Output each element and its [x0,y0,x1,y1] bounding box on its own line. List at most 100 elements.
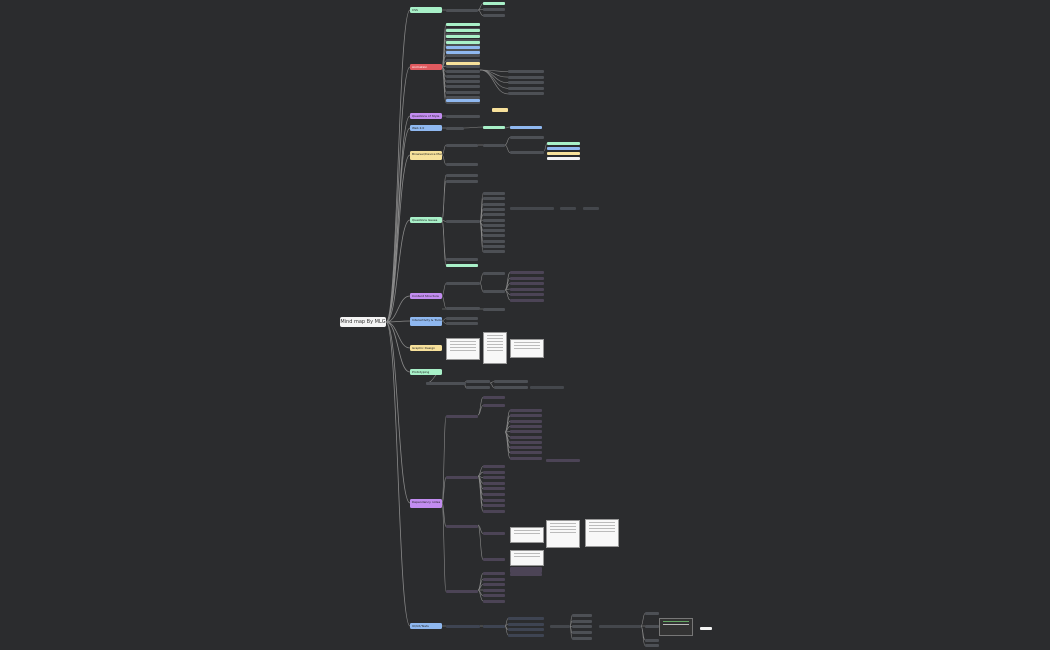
leaf-node[interactable] [483,8,505,11]
leaf-node[interactable] [583,207,599,210]
leaf-node[interactable] [547,152,580,155]
leaf-node[interactable] [483,498,505,502]
leaf-node[interactable] [645,624,659,628]
leaf-node[interactable] [508,617,544,620]
leaf-node[interactable] [510,573,542,576]
leaf-node[interactable] [446,64,480,68]
branch-questions-style[interactable]: Questions of Style [410,113,442,119]
leaf-node[interactable] [645,644,659,647]
thumbnail-image[interactable] [446,338,480,360]
leaf-node[interactable] [483,624,505,628]
leaf-node[interactable] [483,239,505,243]
leaf-node[interactable] [550,624,570,628]
leaf-node[interactable] [510,435,542,439]
leaf-node[interactable] [483,493,505,496]
leaf-node[interactable] [483,487,505,491]
leaf-node[interactable] [483,504,505,508]
leaf-node[interactable] [510,207,554,210]
leaf-node[interactable] [446,220,480,223]
leaf-node[interactable] [446,126,464,130]
leaf-node[interactable] [510,125,542,129]
leaf-node[interactable] [547,147,580,150]
leaf-node[interactable] [510,414,542,418]
leaf-node[interactable] [446,282,480,285]
thumbnail-image[interactable] [510,527,544,543]
leaf-node[interactable] [446,49,480,52]
leaf-node[interactable] [510,430,542,434]
branch-animation[interactable]: Animation [410,64,442,70]
leaf-node[interactable] [510,446,542,450]
leaf-node[interactable] [560,207,576,210]
leaf-node[interactable] [446,163,478,166]
leaf-node[interactable] [510,271,544,274]
leaf-node[interactable] [483,245,505,248]
thumbnail-image[interactable] [659,618,693,636]
leaf-node[interactable] [494,386,528,389]
leaf-node[interactable] [446,143,478,147]
branch-web2[interactable]: Web 2.0 [410,125,442,131]
leaf-node[interactable] [483,223,505,227]
leaf-node[interactable] [510,567,542,573]
leaf-node[interactable] [483,272,505,275]
leaf-node[interactable] [446,33,480,37]
leaf-node[interactable] [510,276,544,280]
leaf-node[interactable] [446,179,478,183]
leaf-node[interactable] [572,636,592,640]
leaf-node[interactable] [446,317,478,320]
branch-browser-device[interactable]: Browser/Device Manufacturer / OS [410,151,442,160]
leaf-node[interactable] [446,23,480,26]
leaf-node[interactable] [466,380,490,383]
leaf-node[interactable] [446,90,480,94]
branch-prototyping[interactable]: Prototyping [410,369,442,375]
leaf-node[interactable] [446,322,478,325]
leaf-node[interactable] [483,404,505,407]
branch-css[interactable]: CSS [410,7,442,13]
leaf-node[interactable] [508,633,544,637]
leaf-node[interactable] [510,424,542,428]
leaf-node[interactable] [483,465,505,468]
leaf-node[interactable] [483,2,505,5]
leaf-node[interactable] [510,136,544,139]
leaf-node[interactable] [483,481,505,485]
leaf-node[interactable] [446,51,480,54]
leaf-node[interactable] [510,287,544,291]
leaf-node[interactable] [483,125,505,129]
leaf-node[interactable] [446,99,480,102]
leaf-node[interactable] [446,624,480,628]
leaf-node[interactable] [483,202,505,206]
leaf-node[interactable] [483,572,505,575]
thumbnail-image[interactable] [546,520,580,548]
leaf-node[interactable] [645,612,659,615]
leaf-node[interactable] [530,386,564,389]
leaf-node[interactable] [508,86,544,90]
root-node[interactable]: Mind map By MLG [340,317,386,327]
leaf-node[interactable] [508,75,544,79]
leaf-node[interactable] [426,381,466,385]
thumbnail-image[interactable] [483,332,507,364]
branch-dependency[interactable]: Dependency notes [410,499,442,508]
leaf-node[interactable] [483,577,505,581]
thumbnail-image[interactable] [585,519,619,547]
leaf-node[interactable] [446,75,480,78]
thumbnail-image[interactable] [510,550,544,566]
thumbnail-image[interactable] [510,339,544,358]
branch-graphic-design[interactable]: Graphic Design [410,345,442,351]
leaf-node[interactable] [483,143,505,147]
leaf-node[interactable] [510,451,542,455]
leaf-node[interactable] [510,440,542,444]
leaf-node[interactable] [492,108,508,112]
leaf-node[interactable] [446,85,480,89]
leaf-node[interactable] [446,35,480,38]
leaf-node[interactable] [446,8,478,12]
leaf-node[interactable] [510,282,544,285]
leaf-node[interactable] [510,151,544,154]
leaf-node[interactable] [446,95,480,99]
leaf-node[interactable] [547,157,580,160]
leaf-node[interactable] [572,614,592,617]
leaf-node[interactable] [508,628,544,631]
leaf-node[interactable] [483,290,505,293]
leaf-node[interactable] [446,263,478,267]
leaf-node[interactable] [446,54,480,58]
leaf-node[interactable] [446,69,480,73]
